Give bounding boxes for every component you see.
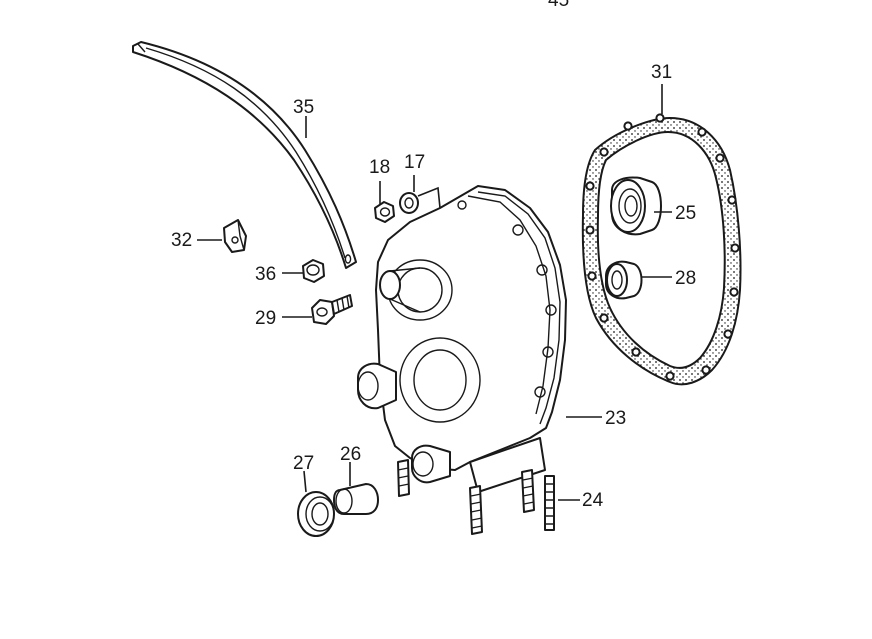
part-27-seal [297,491,335,537]
label-24: 24 [582,490,604,511]
part-35-strap [132,41,357,269]
label-25: 25 [675,203,696,224]
label-36: 36 [255,264,276,285]
part-23-cover-housing [357,185,567,535]
part-29-bolt [311,294,353,325]
part-labels: 35 32 36 29 18 17 31 25 28 23 24 26 27 [171,62,696,511]
label-23: 23 [605,408,626,429]
label-35: 35 [293,97,314,118]
label-31: 31 [651,62,672,83]
part-17-washer [399,192,419,214]
label-29: 29 [255,308,276,329]
part-28-bushing [605,260,643,300]
part-36-nut [302,259,325,283]
part-18-nut [374,201,395,223]
label-27: 27 [293,453,314,474]
part-24-stud [544,475,555,531]
label-28: 28 [675,268,696,289]
label-top-partial: 45 [548,0,569,11]
part-31-gasket [581,113,742,386]
leader-lines [197,84,672,501]
label-17: 17 [404,152,425,173]
label-32: 32 [171,230,192,251]
label-26: 26 [340,444,361,465]
part-26-sleeve [333,483,379,515]
part-25-bearing [610,176,662,236]
part-32-bracket [223,219,247,253]
label-18: 18 [369,157,390,178]
